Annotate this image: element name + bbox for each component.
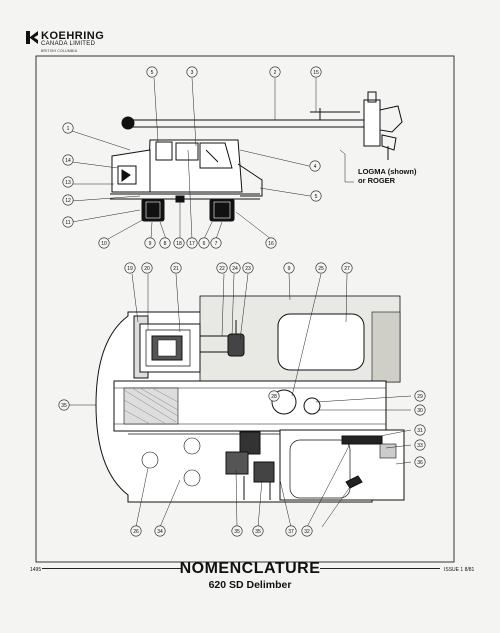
company-subname: CANADA LIMITED bbox=[41, 41, 96, 47]
title-rule-right bbox=[320, 568, 440, 569]
page-title: NOMENCLATURE bbox=[179, 560, 321, 577]
plan-view-leaders bbox=[68, 273, 412, 528]
plan-view bbox=[95, 295, 405, 503]
side-view bbox=[110, 91, 403, 222]
logma-callout: LOGMA (shown) or ROGER bbox=[358, 167, 416, 185]
issue-date: ISSUE 1 8/81 bbox=[444, 567, 475, 573]
koehring-logo-icon bbox=[26, 31, 38, 44]
page-number: 1495 bbox=[30, 567, 42, 573]
drawing-border bbox=[35, 55, 455, 563]
logma-line-1: LOGMA (shown) bbox=[358, 167, 417, 176]
company-name: KOEHRING bbox=[41, 30, 105, 42]
page-subtitle: 620 SD Delimber bbox=[208, 579, 292, 591]
company-location: BRITISH COLUMBIA bbox=[41, 49, 78, 53]
logma-line-2: or ROGER bbox=[358, 176, 396, 185]
side-view-leaders bbox=[71, 77, 354, 240]
title-rule-left bbox=[42, 568, 182, 569]
